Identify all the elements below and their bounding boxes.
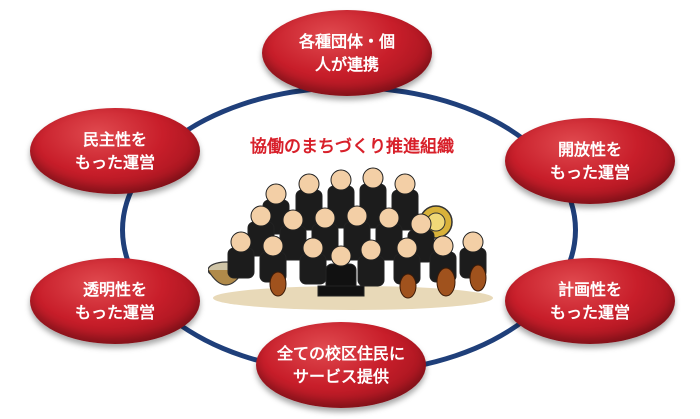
node-lower-left: 透明性をもった運営: [30, 258, 200, 344]
node-label: 透明性をもった運営: [75, 278, 155, 324]
orchestra-illustration: [208, 167, 493, 310]
node-label-line: もった運営: [549, 163, 630, 182]
node-label: 計画性をもった運営: [550, 278, 630, 324]
node-label: 民主性をもった運営: [75, 128, 155, 174]
node-label-line: もった運営: [74, 153, 155, 172]
node-label-line: サービス提供: [292, 367, 389, 386]
node-bottom: 全ての校区住民にサービス提供: [256, 322, 426, 408]
node-label: 各種団体・個人が連携: [299, 30, 395, 76]
node-label-line: 開放性を: [557, 140, 622, 159]
node-label: 全ての校区住民にサービス提供: [277, 342, 405, 388]
center-title: 協働のまちづくり推進組織: [250, 137, 454, 157]
node-label-line: 人が連携: [314, 55, 379, 74]
node-upper-right: 開放性をもった運営: [505, 118, 675, 204]
node-label-line: 全ての校区住民に: [276, 344, 405, 363]
node-label-line: もった運営: [74, 303, 155, 322]
node-label-line: 各種団体・個: [298, 32, 395, 51]
node-upper-left: 民主性をもった運営: [30, 108, 200, 194]
node-lower-right: 計画性をもった運営: [505, 258, 675, 344]
node-label-line: 透明性を: [82, 280, 147, 299]
node-label: 開放性をもった運営: [550, 138, 630, 184]
node-label-line: もった運営: [549, 303, 630, 322]
node-label-line: 民主性を: [82, 130, 147, 149]
node-label-line: 計画性を: [557, 280, 622, 299]
node-top: 各種団体・個人が連携: [262, 10, 432, 96]
